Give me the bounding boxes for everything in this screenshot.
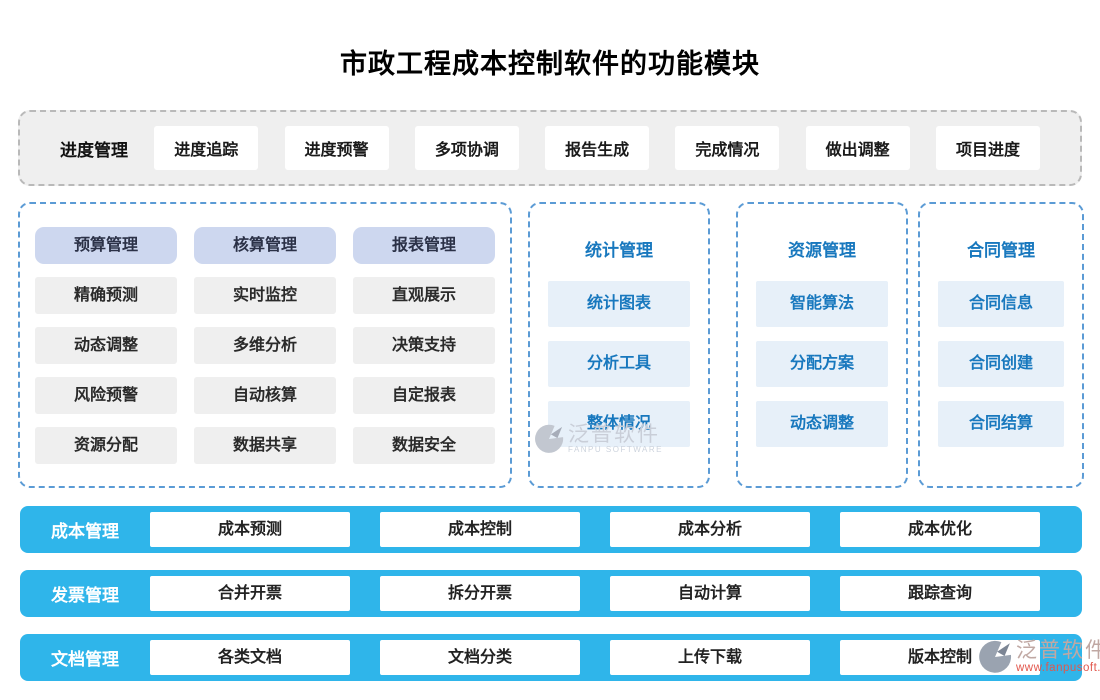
matrix-feature-button[interactable]: 风险预警 [35,377,177,414]
document-feature-button[interactable]: 版本控制 [840,640,1040,675]
progress-feature-button[interactable]: 做出调整 [805,126,910,170]
document-feature-button[interactable]: 文档分类 [380,640,580,675]
cost-feature-button[interactable]: 成本分析 [610,512,810,547]
cost-feature-button[interactable]: 成本控制 [380,512,580,547]
contract-feature-button[interactable]: 合同结算 [938,401,1064,447]
progress-feature-button[interactable]: 多项协调 [414,126,519,170]
statistics-panel: 统计管理 统计图表分析工具整体情况 [528,202,710,488]
cost-feature-button[interactable]: 成本预测 [150,512,350,547]
matrix-feature-button[interactable]: 数据安全 [353,427,495,464]
contract-panel: 合同管理 合同信息合同创建合同结算 [918,202,1084,488]
statistics-panel-title: 统计管理 [585,241,653,260]
statistics-feature-button[interactable]: 统计图表 [548,281,690,327]
matrix-header-button[interactable]: 预算管理 [35,227,177,264]
resource-feature-button[interactable]: 智能算法 [756,281,888,327]
progress-feature-button[interactable]: 进度预警 [284,126,389,170]
contract-feature-button[interactable]: 合同创建 [938,341,1064,387]
matrix-feature-button[interactable]: 多维分析 [194,327,336,364]
contract-panel-title: 合同管理 [967,241,1035,260]
matrix-feature-button[interactable]: 自动核算 [194,377,336,414]
matrix-header-button[interactable]: 核算管理 [194,227,336,264]
matrix-feature-button[interactable]: 资源分配 [35,427,177,464]
document-management-bar: 文档管理 各类文档文档分类上传下载版本控制 [20,634,1082,681]
resource-feature-button[interactable]: 动态调整 [756,401,888,447]
matrix-feature-button[interactable]: 决策支持 [353,327,495,364]
invoice-feature-button[interactable]: 拆分开票 [380,576,580,611]
document-feature-button[interactable]: 上传下载 [610,640,810,675]
matrix-feature-button[interactable]: 精确预测 [35,277,177,314]
cost-management-bar: 成本管理 成本预测成本控制成本分析成本优化 [20,506,1082,553]
page-title: 市政工程成本控制软件的功能模块 [340,49,760,79]
resource-panel: 资源管理 智能算法分配方案动态调整 [736,202,908,488]
progress-feature-button[interactable]: 完成情况 [675,126,780,170]
progress-feature-button[interactable]: 进度追踪 [154,126,259,170]
budget-accounting-report-panel: 预算管理核算管理报表管理 精确预测实时监控直观展示动态调整多维分析决策支持风险预… [18,202,512,488]
invoice-feature-button[interactable]: 合并开票 [150,576,350,611]
progress-band-label: 进度管理 [60,140,128,160]
cost-bar-label: 成本管理 [51,522,119,541]
matrix-feature-button[interactable]: 数据共享 [194,427,336,464]
invoice-feature-button[interactable]: 跟踪查询 [840,576,1040,611]
matrix-header-button[interactable]: 报表管理 [353,227,495,264]
resource-panel-title: 资源管理 [788,241,856,260]
invoice-bar-label: 发票管理 [51,586,119,605]
matrix-grid: 预算管理核算管理报表管理 精确预测实时监控直观展示动态调整多维分析决策支持风险预… [35,227,495,464]
matrix-feature-button[interactable]: 实时监控 [194,277,336,314]
progress-feature-button[interactable]: 报告生成 [545,126,650,170]
invoice-feature-button[interactable]: 自动计算 [610,576,810,611]
matrix-feature-button[interactable]: 自定报表 [353,377,495,414]
matrix-feature-button[interactable]: 动态调整 [35,327,177,364]
document-feature-button[interactable]: 各类文档 [150,640,350,675]
matrix-feature-button[interactable]: 直观展示 [353,277,495,314]
progress-feature-button[interactable]: 项目进度 [935,126,1040,170]
document-bar-label: 文档管理 [51,650,119,669]
statistics-feature-button[interactable]: 分析工具 [548,341,690,387]
resource-feature-button[interactable]: 分配方案 [756,341,888,387]
statistics-feature-button[interactable]: 整体情况 [548,401,690,447]
invoice-management-bar: 发票管理 合并开票拆分开票自动计算跟踪查询 [20,570,1082,617]
cost-feature-button[interactable]: 成本优化 [840,512,1040,547]
progress-management-band: 进度管理 进度追踪进度预警多项协调报告生成完成情况做出调整项目进度 [18,110,1082,186]
contract-feature-button[interactable]: 合同信息 [938,281,1064,327]
